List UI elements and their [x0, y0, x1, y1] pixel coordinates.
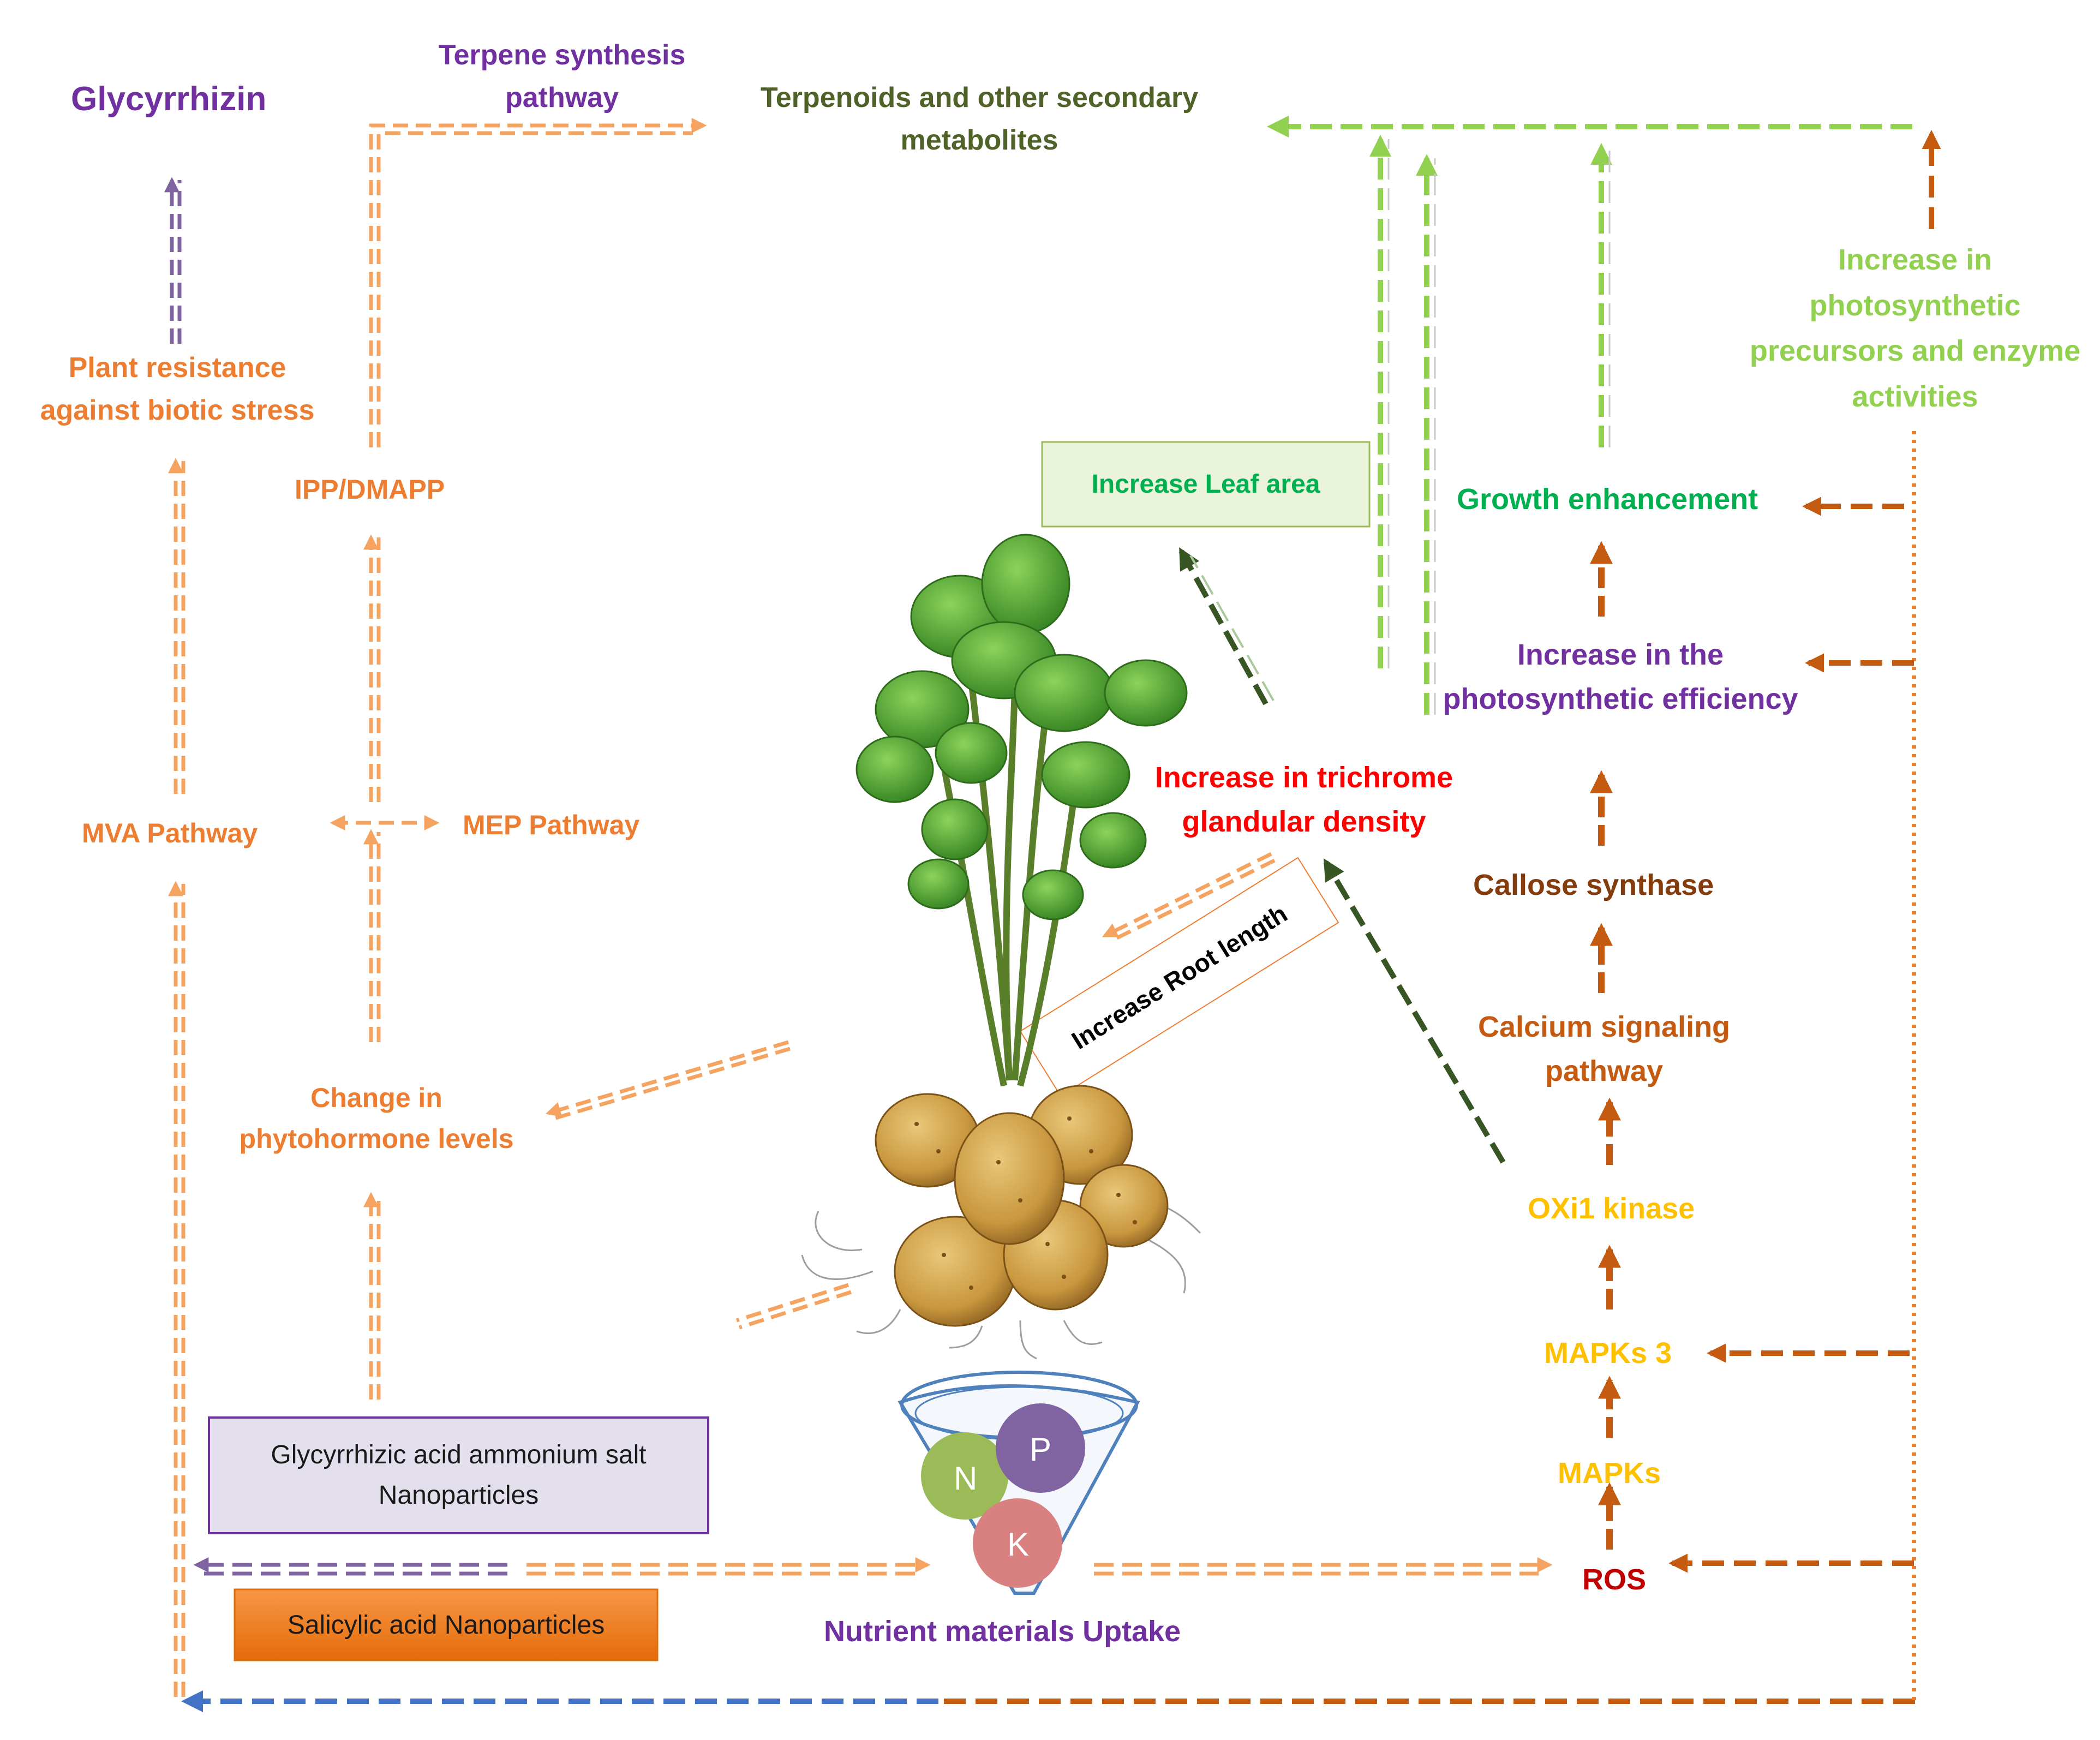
- glycyrrhizic-np-text: Glycyrrhizic acid ammonium salt Nanopart…: [209, 1418, 708, 1533]
- nutrient-n-label: N: [954, 1460, 978, 1497]
- photo-eff-line-2: photosynthetic efficiency: [1443, 683, 1798, 715]
- glyc-np-line-2: Nanoparticles: [378, 1481, 539, 1510]
- glycyrrhizic-np-box: [208, 1416, 709, 1534]
- leaf-area-text: Increase Leaf area: [1091, 470, 1320, 499]
- terpenoid-feedback-arrows: [1267, 116, 1912, 715]
- photo-eff-line-1: Increase in the: [1517, 638, 1724, 671]
- phytohormone-label: Change in phytohormone levels: [229, 1078, 524, 1159]
- trichrome-line-2: glandular density: [1182, 805, 1426, 838]
- terpene-pathway-label: Terpene synthesis pathway: [426, 34, 698, 119]
- mapks3-label: MAPKs 3: [1544, 1337, 1672, 1370]
- plant-resistance-line-2: against biotic stress: [40, 394, 315, 426]
- terpene-pathway-line-2: pathway: [505, 82, 619, 113]
- nutrient-k-label: K: [1007, 1526, 1030, 1563]
- salicylic-np-text: Salicylic acid Nanoparticles: [287, 1610, 605, 1640]
- terpenoids-label: Terpenoids and other secondary metabolit…: [726, 76, 1233, 162]
- signaling-chain-arrows: [1590, 541, 1621, 1550]
- trichrome-label: Increase in trichrome glandular density: [1124, 756, 1484, 844]
- plant-resistance-line-1: Plant resistance: [68, 352, 286, 384]
- glyc-np-line-1: Glycyrrhizic acid ammonium salt: [271, 1440, 647, 1469]
- phytohormone-line-1: Change in: [310, 1083, 442, 1113]
- nutrient-uptake-label: Nutrient materials Uptake: [824, 1615, 1181, 1648]
- terpenoids-line-1: Terpenoids and other secondary: [760, 82, 1199, 113]
- mep-pathway-label: MEP Pathway: [463, 810, 640, 840]
- right-vertical-feedback: [1668, 130, 1941, 1701]
- glycyrrhizin-arrow: [164, 177, 182, 344]
- phytohormone-line-2: phytohormone levels: [239, 1123, 514, 1154]
- nutrient-p-label: P: [1030, 1431, 1052, 1468]
- nutrient-p-circle: [996, 1403, 1085, 1493]
- calcium-line-1: Calcium signaling: [1477, 1010, 1731, 1043]
- salicylic-np-box: [234, 1588, 659, 1661]
- ipp-dmapp-label: IPP/DMAPP: [295, 474, 445, 505]
- bottom-arrows: [181, 1557, 1915, 1712]
- precursors-line-4: activities: [1852, 380, 1978, 414]
- photosynthetic-efficiency-label: Increase in the photosynthetic efficienc…: [1429, 633, 1811, 721]
- precursors-line-3: precursors and enzyme: [1749, 334, 2081, 368]
- growth-enhancement-label: Growth enhancement: [1457, 483, 1758, 516]
- plant-resistance-label: Plant resistance against biotic stress: [22, 346, 333, 432]
- precursors-line-1: Increase in: [1838, 243, 1993, 276]
- potato-plant-illustration: [801, 534, 1201, 1360]
- nutrient-k-circle: [973, 1498, 1062, 1588]
- precursors-line-2: photosynthetic: [1809, 289, 2021, 322]
- calcium-signaling-label: Calcium signaling pathway: [1446, 1005, 1762, 1093]
- root-length-box: [1019, 857, 1339, 1097]
- nutrient-n-circle: [921, 1432, 1008, 1520]
- glycyrrhizin-label: Glycyrrhizin: [71, 80, 267, 118]
- ros-label: ROS: [1582, 1563, 1647, 1596]
- terpenoid-feedback-arrows-light: [1387, 139, 1611, 715]
- oxi1-kinase-label: OXi1 kinase: [1528, 1192, 1695, 1225]
- callose-synthase-label: Callose synthase: [1473, 869, 1714, 901]
- terpenoids-line-2: metabolites: [900, 124, 1058, 156]
- leaf-area-box: [1041, 441, 1371, 528]
- trichrome-line-1: Increase in trichrome: [1154, 761, 1453, 794]
- mva-pathway-label: MVA Pathway: [82, 818, 258, 848]
- left-column-arrows: [168, 118, 1276, 1697]
- calcium-line-2: pathway: [1545, 1055, 1664, 1087]
- precursors-label: Increase in photosynthetic precursors an…: [1740, 237, 2090, 420]
- dark-green-arrows: [1178, 547, 1506, 1164]
- terpene-pathway-line-1: Terpene synthesis: [438, 39, 686, 71]
- mapks-label: MAPKs: [1558, 1457, 1661, 1490]
